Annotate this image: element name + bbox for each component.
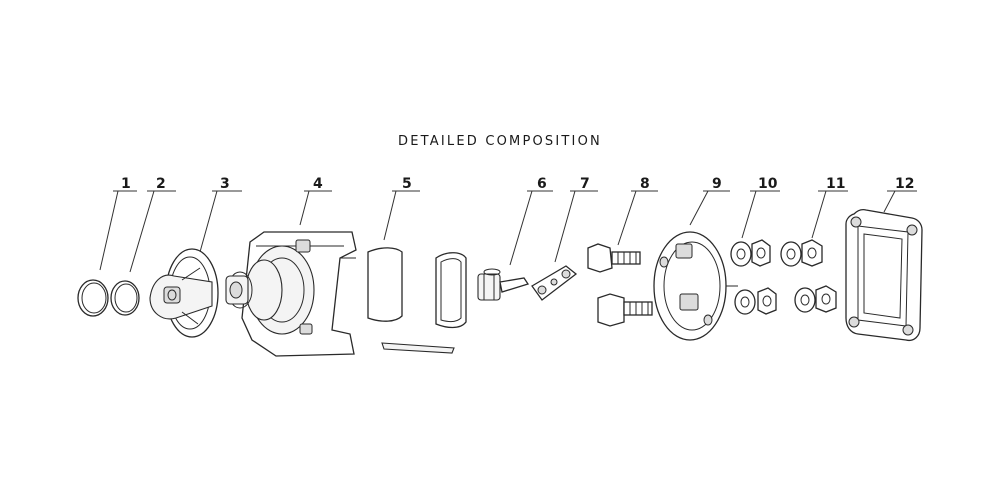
part-5-gaskets xyxy=(367,247,467,354)
callout-2: 2 xyxy=(129,176,176,273)
part-number-10: 10 xyxy=(758,176,778,192)
part-9-base-plate xyxy=(653,231,738,341)
part-7-contact-plate xyxy=(531,265,578,301)
part-8-bolts xyxy=(587,243,653,327)
part-number-9: 9 xyxy=(712,176,722,192)
part-3-knob xyxy=(149,248,219,338)
part-4-main-housing xyxy=(225,231,357,357)
diagram-title: DETAILED COMPOSITION xyxy=(398,134,602,149)
part-number-4: 4 xyxy=(313,176,323,192)
part-1-cap-disc xyxy=(77,279,109,317)
callout-3: 3 xyxy=(199,176,242,253)
callout-5: 5 xyxy=(383,176,420,241)
callout-4: 4 xyxy=(299,176,332,226)
part-11-washers-nuts xyxy=(780,239,837,313)
callout-12: 12 xyxy=(883,176,917,213)
part-number-5: 5 xyxy=(402,176,412,192)
callout-9: 9 xyxy=(689,176,730,226)
part-12-cover-plate xyxy=(845,208,923,342)
callout-10: 10 xyxy=(741,176,780,239)
part-number-7: 7 xyxy=(580,176,590,192)
callout-11: 11 xyxy=(811,176,848,239)
part-2-disc xyxy=(110,280,140,316)
callout-7: 7 xyxy=(554,176,598,263)
part-10-washers-nuts xyxy=(730,239,777,315)
part-number-12: 12 xyxy=(895,176,914,192)
part-number-1: 1 xyxy=(121,176,131,192)
part-6-shaft xyxy=(477,268,530,301)
part-number-3: 3 xyxy=(220,176,230,192)
callout-6: 6 xyxy=(509,176,553,266)
part-number-6: 6 xyxy=(537,176,547,192)
part-number-11: 11 xyxy=(826,176,845,192)
part-number-2: 2 xyxy=(156,176,166,192)
callout-1: 1 xyxy=(99,176,137,271)
part-number-8: 8 xyxy=(640,176,650,192)
callout-8: 8 xyxy=(617,176,658,246)
